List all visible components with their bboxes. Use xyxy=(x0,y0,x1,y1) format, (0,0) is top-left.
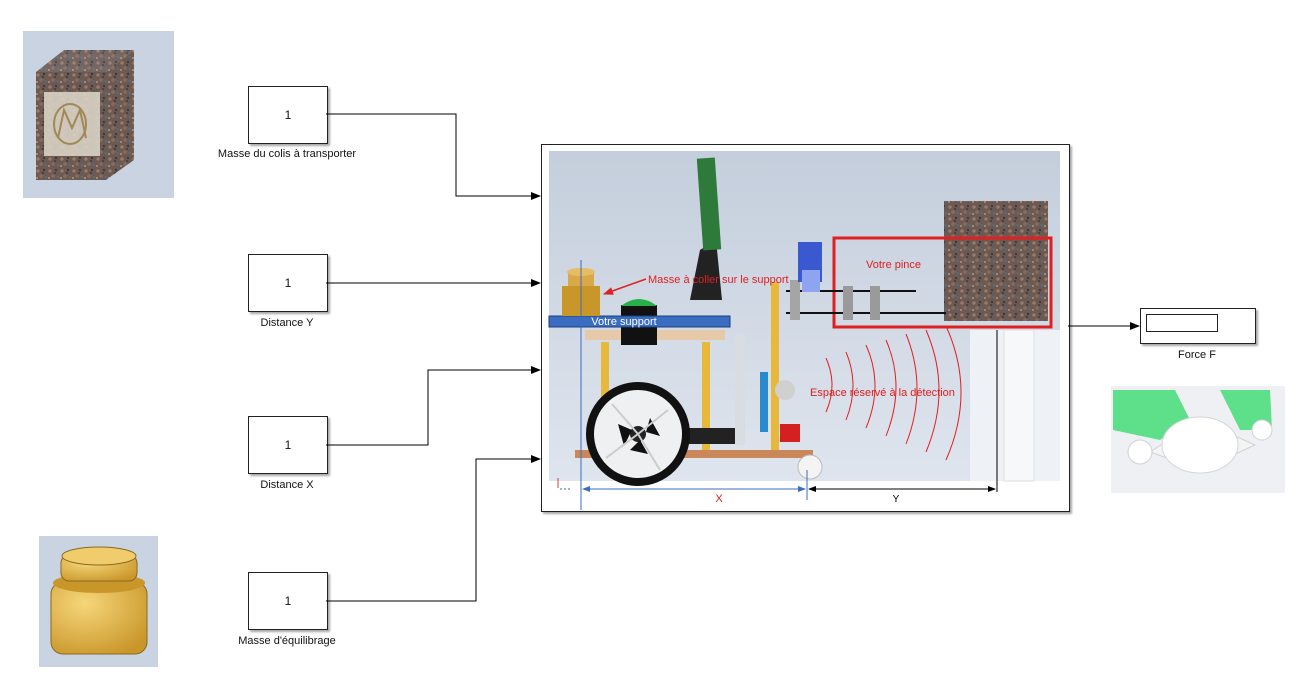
masse-annotation: Masse à coller sur le support xyxy=(648,274,789,286)
wire-masse-colis xyxy=(326,113,541,200)
constant-value: 1 xyxy=(284,438,292,452)
constant-block-masse-colis[interactable]: 1 xyxy=(248,86,328,144)
robot-wheel xyxy=(586,382,690,486)
weight-image xyxy=(39,536,158,667)
wire-distance-x xyxy=(326,366,541,446)
dimension-x-label: X xyxy=(715,493,723,505)
detection-waves xyxy=(825,325,962,461)
package-image xyxy=(944,201,1048,321)
cube-image xyxy=(23,31,174,198)
constant-block-distance-y[interactable]: 1 xyxy=(248,254,328,312)
block-label-masse-colis: Masse du colis à transporter xyxy=(217,148,357,160)
detection-label: Espace réservé à la détection xyxy=(810,387,955,399)
constant-block-distance-x[interactable]: 1 xyxy=(248,416,328,474)
pince-label: Votre pince xyxy=(866,259,921,271)
block-label-distance-y: Distance Y xyxy=(260,317,314,329)
constant-value: 1 xyxy=(284,276,292,290)
block-label-distance-x: Distance X xyxy=(260,479,314,491)
support-bar xyxy=(548,315,731,328)
display-label-force: Force F xyxy=(1178,349,1216,361)
constant-value: 1 xyxy=(284,108,292,122)
constant-block-masse-equilibrage[interactable]: 1 xyxy=(248,572,328,630)
robot-scene xyxy=(548,151,1060,510)
pince-highlight xyxy=(832,236,1053,329)
support-label: Votre support xyxy=(591,316,656,328)
dimension-y-label: Y xyxy=(893,494,900,505)
display-block-force[interactable] xyxy=(1140,308,1256,344)
display-readout xyxy=(1146,314,1218,332)
wire-masse-equilibrage xyxy=(326,455,541,602)
block-label-masse-equilibrage: Masse d'équilibrage xyxy=(238,635,336,647)
constant-value: 1 xyxy=(284,594,292,608)
gripper-image xyxy=(1111,386,1285,493)
